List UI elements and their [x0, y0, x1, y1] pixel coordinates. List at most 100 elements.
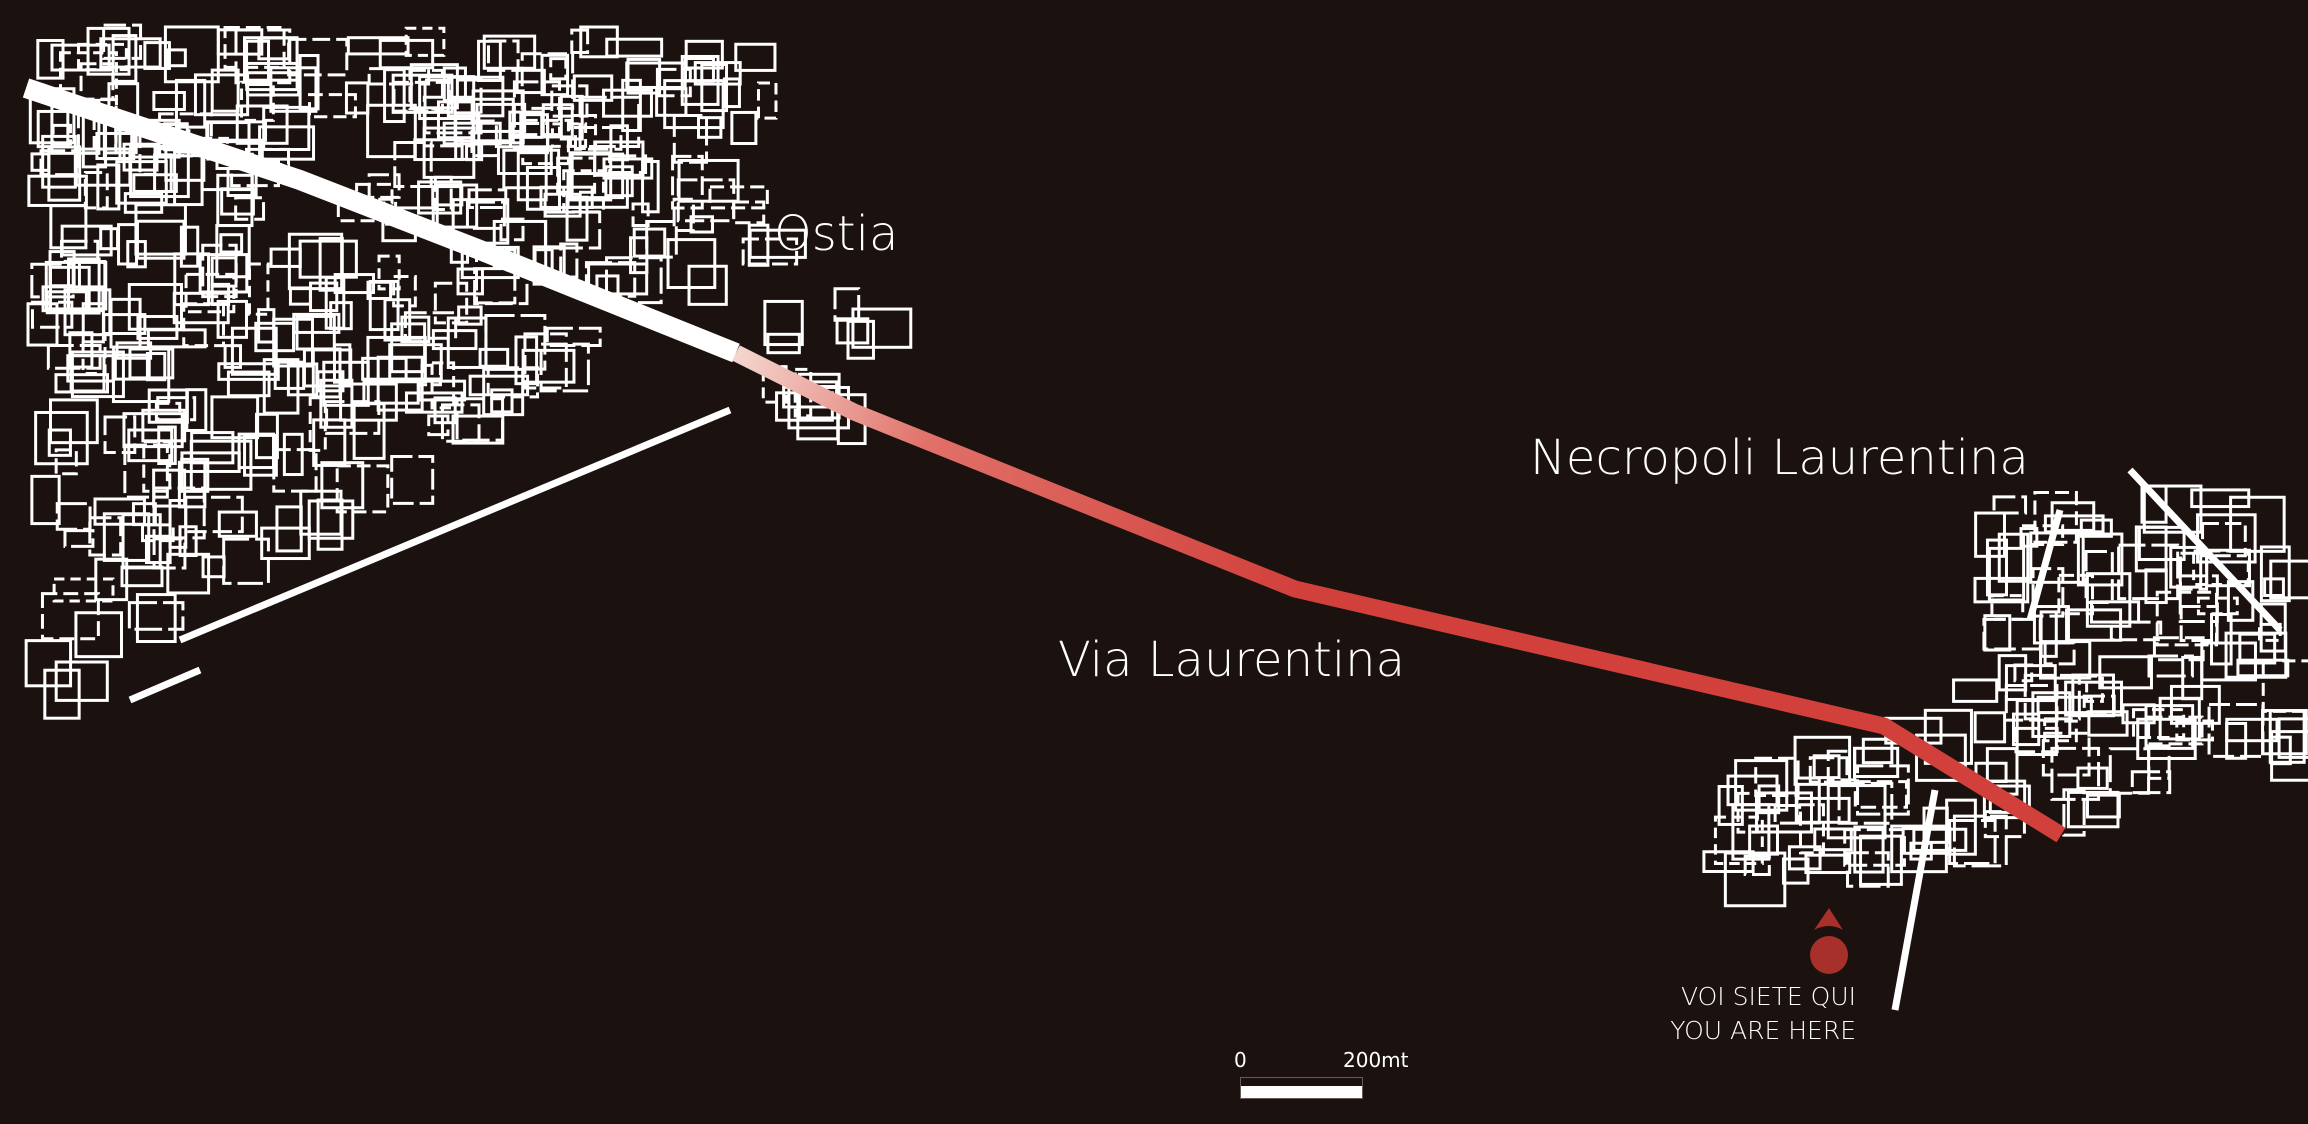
ruin-building: [1826, 784, 1887, 840]
ruin-building: [298, 239, 358, 279]
ruin-building: [400, 315, 431, 344]
ruin-wall: [2127, 467, 2283, 633]
ruin-building: [409, 63, 459, 110]
ruin-building: [427, 414, 450, 437]
ruin-building: [49, 398, 99, 445]
scale-end-label: 200mt: [1343, 1048, 1409, 1072]
ruin-building: [68, 331, 94, 369]
ruin-building: [123, 443, 169, 499]
ruin-building: [335, 464, 390, 514]
ruin-building: [44, 260, 108, 311]
ruin-building: [262, 358, 300, 415]
ruin-building: [2259, 545, 2291, 603]
ruin-building: [383, 68, 406, 124]
ruin-building: [413, 138, 464, 162]
via-laurentina-route: [732, 345, 2066, 843]
ruin-building: [127, 601, 185, 631]
ruin-building: [1992, 495, 2028, 515]
ruin-building: [392, 80, 451, 113]
ruin-building: [388, 343, 443, 381]
ruin-building: [1912, 827, 1968, 852]
ostia-label: Ostia: [774, 206, 899, 262]
ruin-building: [763, 299, 804, 347]
ruin-building: [541, 103, 574, 139]
ruin-building: [30, 474, 61, 526]
ruin-building: [1754, 791, 1813, 834]
ruin-building: [2041, 731, 2091, 777]
ruin-building: [136, 315, 179, 340]
ruin-building: [604, 165, 634, 198]
ruin-building: [377, 254, 401, 291]
ruin-building: [54, 660, 109, 702]
ruin-building: [545, 326, 602, 348]
ruin-building: [465, 200, 506, 230]
ruin-building: [390, 322, 427, 374]
ruin-building: [272, 448, 318, 493]
ruin-building: [216, 299, 249, 339]
ruin-building: [2076, 766, 2109, 790]
ruin-building: [376, 355, 424, 412]
ruin-building: [2263, 577, 2285, 597]
ruin-building: [77, 260, 107, 290]
ruin-building: [430, 361, 456, 410]
ruin-building: [655, 67, 692, 98]
ruin-building: [1952, 814, 2008, 868]
ruin-building: [333, 273, 376, 295]
ruin-building: [2057, 573, 2095, 616]
ruin-building: [550, 122, 588, 148]
ruin-building: [1754, 756, 1800, 797]
ruin-building: [269, 66, 318, 113]
ruin-building: [63, 529, 95, 548]
ruin-building: [621, 78, 642, 133]
ruin-building: [631, 202, 650, 228]
ruin-building: [269, 247, 302, 268]
ruin-building: [102, 512, 151, 562]
ruin-building: [1952, 678, 1999, 703]
ruin-building: [109, 297, 142, 349]
ruin-building: [2085, 674, 2104, 703]
ruin-building: [217, 362, 280, 381]
ruin-building: [2224, 631, 2288, 679]
ruin-building: [322, 360, 370, 407]
ruin-building: [457, 305, 483, 326]
ruin-building: [152, 91, 186, 111]
ruin-building: [2014, 726, 2059, 754]
ruin-building: [722, 77, 741, 109]
ruin-building: [69, 354, 106, 393]
ruin-building: [2121, 703, 2156, 725]
ruin-building: [172, 291, 230, 325]
ruin-building: [666, 238, 717, 290]
ruin-building: [559, 94, 584, 141]
ruin-building: [1973, 576, 2030, 604]
ruin-building: [2175, 719, 2214, 742]
ruin-building: [1990, 594, 2025, 621]
ruin-building: [697, 116, 723, 139]
ruin-wall: [178, 406, 732, 644]
ruin-building: [1781, 857, 1810, 885]
ruin-building: [632, 227, 667, 258]
ruin-building: [41, 285, 105, 313]
ruin-building: [1837, 781, 1894, 825]
ruin-building: [1734, 759, 1789, 812]
ruin-building: [173, 252, 211, 307]
ruin-building: [77, 42, 128, 72]
ruin-building: [539, 185, 594, 209]
ruin-building: [687, 264, 728, 306]
ruin-building: [605, 37, 664, 58]
ruin-building: [2085, 572, 2132, 628]
ruin-building: [756, 81, 778, 120]
ruin-building: [30, 300, 74, 329]
ruin-building: [235, 104, 289, 145]
ruin-building: [748, 228, 807, 259]
ruin-building: [135, 219, 186, 260]
ruin-building: [1983, 614, 2012, 652]
ruin-building: [684, 39, 724, 70]
ruin-building: [220, 187, 255, 216]
ruin-building: [223, 25, 286, 69]
ruin-building: [127, 428, 174, 463]
ruin-building: [2261, 659, 2308, 713]
decumanus-road: [22, 78, 740, 363]
ruin-building: [392, 275, 417, 308]
ruin-building: [2132, 708, 2186, 739]
ruin-building: [431, 329, 478, 351]
